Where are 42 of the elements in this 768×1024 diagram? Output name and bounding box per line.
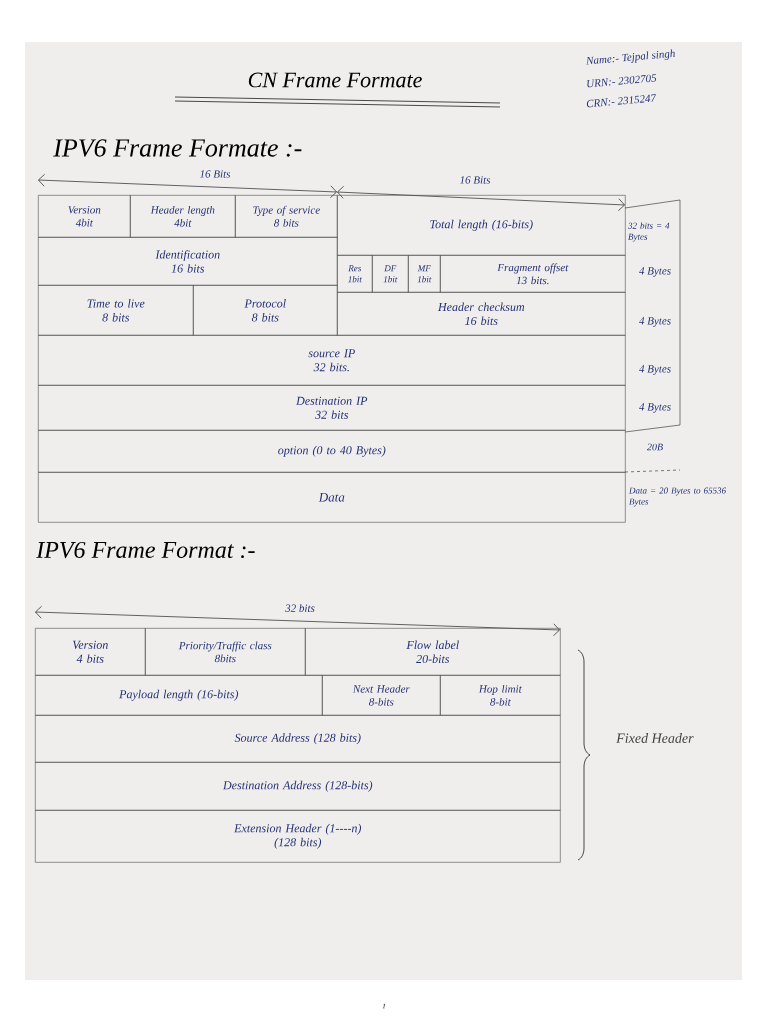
section-heading: IPV6 Frame Format :- [36, 541, 255, 559]
student-info: URN:- 2302705 [586, 74, 656, 88]
brace-label: Fixed Header [616, 733, 694, 743]
side-note: 4 Bytes [639, 403, 671, 413]
field-box: DF 1bit [372, 255, 409, 293]
side-note: 20B [646, 443, 663, 451]
dimension-label: 32 bits [285, 604, 315, 612]
field-box: Flow label 20-bits [305, 628, 561, 676]
field-box: Fragment offset 13 bits. [440, 255, 626, 293]
field-box: Extension Header (1----n) (128 bits) [35, 810, 561, 863]
field-box: source IP 32 bits. [38, 335, 626, 386]
student-info: Name:- Tejpal singh [586, 49, 676, 65]
field-box: Version 4 bits [35, 628, 146, 676]
field-box: Res 1bit [337, 255, 373, 293]
field-box: Data [38, 472, 626, 523]
field-box: Destination Address (128-bits) [35, 762, 561, 811]
field-box: option (0 to 40 Bytes) [38, 430, 626, 473]
field-box: Priority/Traffic class 8bits [145, 628, 306, 676]
field-box: Identification 16 bits [38, 237, 338, 286]
field-box: Next Header 8-bits [322, 675, 441, 716]
student-info: CRN:- 2315247 [586, 94, 656, 108]
side-note: 4 Bytes [639, 267, 671, 277]
page-title: CN Frame Formate [248, 72, 422, 88]
field-box: MF 1bit [408, 255, 441, 293]
side-note: Data = 20 Bytes to 65536 Bytes [628, 487, 727, 507]
field-box: Header length 4bit [130, 195, 236, 238]
dimension-label: 16 Bits [199, 170, 231, 178]
field-box: Type of service 8 bits [235, 195, 338, 238]
field-box: Destination IP 32 bits [38, 385, 626, 431]
field-box: Hop limit 8-bit [440, 675, 561, 716]
field-box: Header checksum 16 bits [337, 292, 626, 336]
field-box: Time to live 8 bits [38, 285, 194, 336]
field-box: Total length (16-bits) [337, 195, 626, 256]
side-note: 4 Bytes [639, 365, 671, 375]
side-note: 4 Bytes [639, 317, 671, 327]
field-box: Version 4bit [38, 195, 131, 238]
field-box: Protocol 8 bits [193, 285, 338, 336]
side-note: 32 bits = 4 Bytes [628, 222, 670, 242]
dimension-label: 16 Bits [459, 176, 491, 184]
field-box: Payload length (16-bits) [35, 675, 323, 716]
field-box: Source Address (128 bits) [35, 715, 561, 763]
section-heading: IPV6 Frame Formate :- [53, 139, 302, 157]
